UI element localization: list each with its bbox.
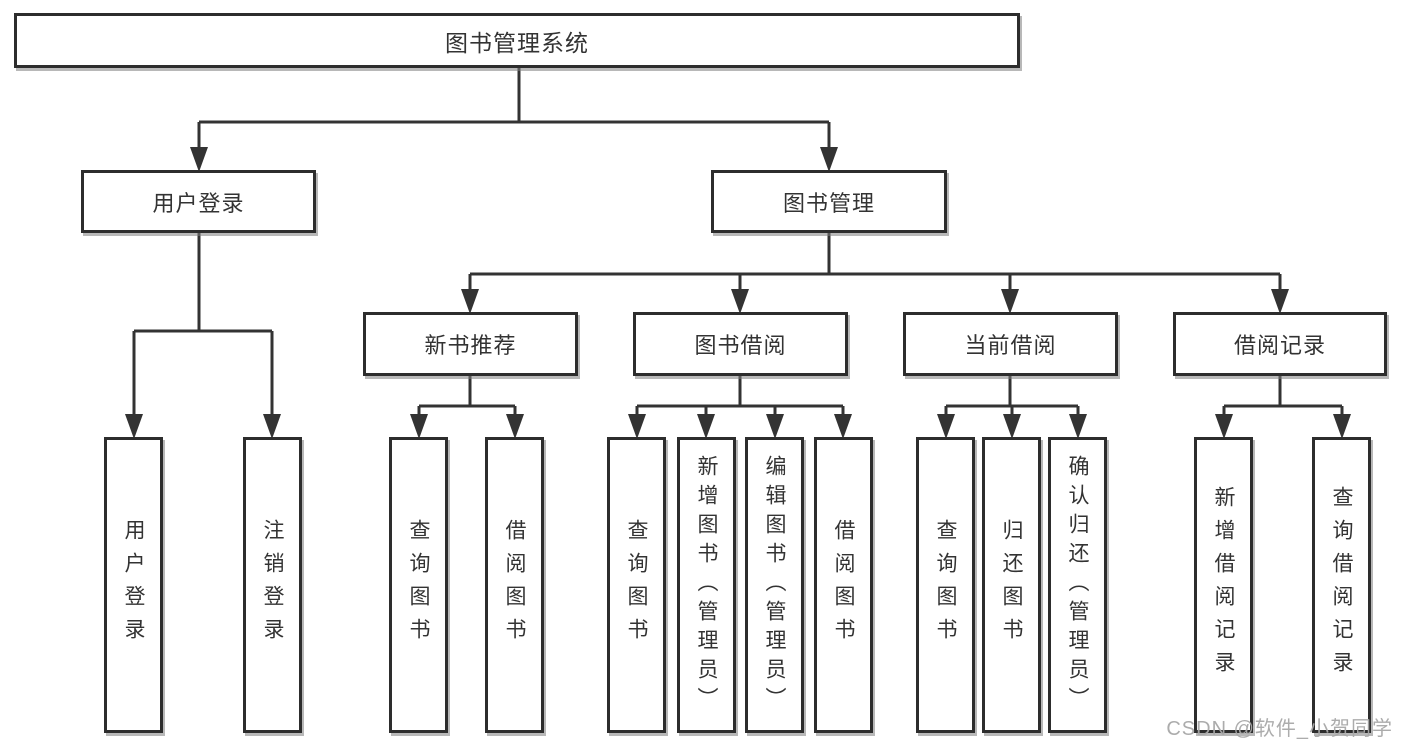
node-label: 编辑图书（管理员） <box>763 454 786 716</box>
node-library-management-system: 图书管理系统 <box>14 13 1020 68</box>
node-edit-book-admin: 编辑图书（管理员） <box>745 437 804 733</box>
node-label: 查询图书 <box>625 519 648 651</box>
node-label: 新增借阅记录 <box>1212 486 1235 684</box>
node-label: 用户登录 <box>152 190 245 216</box>
node-query-borrow-record: 查询借阅记录 <box>1312 437 1371 733</box>
node-user-login-action: 用户登录 <box>104 437 163 733</box>
node-label: 图书管理系统 <box>445 29 589 56</box>
node-label: 新增图书（管理员） <box>695 454 718 716</box>
node-add-book-admin: 新增图书（管理员） <box>677 437 736 733</box>
connector-root-to-level2 <box>197 68 831 150</box>
node-book-management: 图书管理 <box>711 170 947 233</box>
connector-current-borrowing-to-leaves <box>944 376 1080 417</box>
node-confirm-return-admin: 确认归还（管理员） <box>1048 437 1107 733</box>
connector-new-book-recommendation-to-leaves <box>417 376 517 417</box>
connector-book-borrowing-to-leaves <box>635 376 845 417</box>
node-label: 图书管理 <box>782 190 875 216</box>
connector-book-management-to-level3 <box>468 233 1282 292</box>
node-borrow-books: 借阅图书 <box>485 437 544 733</box>
node-current-borrowing: 当前借阅 <box>903 312 1118 376</box>
connector-borrow-records-to-leaves <box>1222 376 1344 417</box>
node-user-login: 用户登录 <box>81 170 316 233</box>
node-logout-action: 注销登录 <box>243 437 302 733</box>
csdn-watermark: CSDN @软件_小贺同学 <box>1166 718 1393 740</box>
node-query-books: 查询图书 <box>607 437 666 733</box>
node-label: 查询图书 <box>407 519 430 651</box>
node-book-borrowing: 图书借阅 <box>633 312 848 376</box>
node-label: 确认归还（管理员） <box>1066 454 1089 716</box>
node-label: 注销登录 <box>261 519 284 651</box>
node-label: 借阅记录 <box>1233 333 1326 358</box>
node-label: 借阅图书 <box>832 519 855 651</box>
node-label: 查询借阅记录 <box>1330 486 1353 684</box>
node-add-borrow-record: 新增借阅记录 <box>1194 437 1253 733</box>
node-query-books: 查询图书 <box>389 437 448 733</box>
node-borrow-books: 借阅图书 <box>814 437 873 733</box>
node-label: 图书借阅 <box>694 333 787 358</box>
node-query-books: 查询图书 <box>916 437 975 733</box>
node-new-book-recommendation: 新书推荐 <box>363 312 578 376</box>
node-return-books: 归还图书 <box>982 437 1041 733</box>
node-label: 用户登录 <box>122 519 145 651</box>
connector-user-login-to-leaves <box>132 233 274 417</box>
node-borrow-records: 借阅记录 <box>1173 312 1387 376</box>
node-label: 当前借阅 <box>964 333 1057 358</box>
node-label: 查询图书 <box>934 519 957 651</box>
node-label: 借阅图书 <box>503 519 526 651</box>
node-label: 新书推荐 <box>424 333 517 358</box>
node-label: 归还图书 <box>1000 519 1023 651</box>
